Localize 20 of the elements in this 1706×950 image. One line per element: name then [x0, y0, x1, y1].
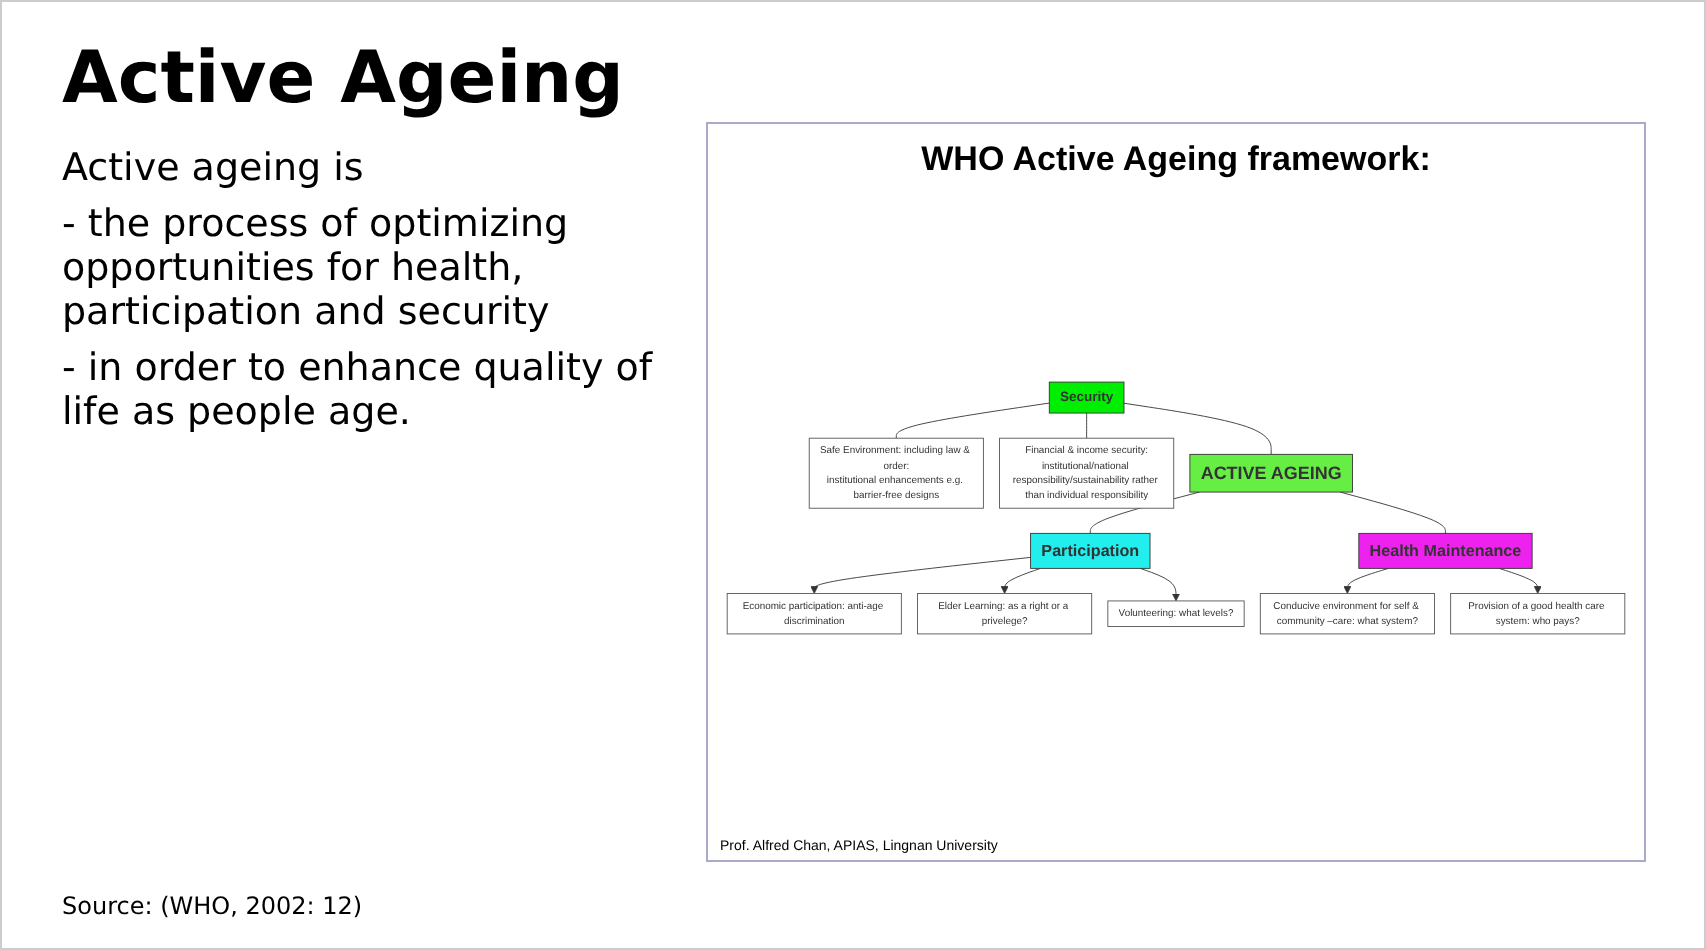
node-box: [1450, 593, 1626, 635]
source-note: Source: (WHO, 2002: 12): [62, 892, 363, 920]
node-box: [1259, 593, 1435, 635]
node-box: [999, 437, 1175, 509]
node-box: [1048, 381, 1125, 414]
connector: [895, 402, 1050, 439]
node-box: [917, 593, 1093, 635]
node-box: [1030, 532, 1151, 569]
slide-title: Active Ageing: [62, 38, 626, 121]
body-text: - in order to enhance quality of life as people age.: [62, 347, 655, 435]
node-box: [1107, 600, 1245, 627]
node-box: [808, 437, 984, 509]
node-box: [726, 593, 902, 635]
figure-title: WHO Active Ageing framework:: [919, 140, 1433, 180]
body-text: Active ageing is: [62, 148, 366, 193]
connector: [1086, 412, 1088, 439]
body-text: - the process of optimizing opportunities for health, participation and security: [62, 204, 571, 336]
node-box: [1189, 453, 1353, 493]
node-box: [1358, 532, 1533, 569]
connector: [1123, 402, 1272, 455]
